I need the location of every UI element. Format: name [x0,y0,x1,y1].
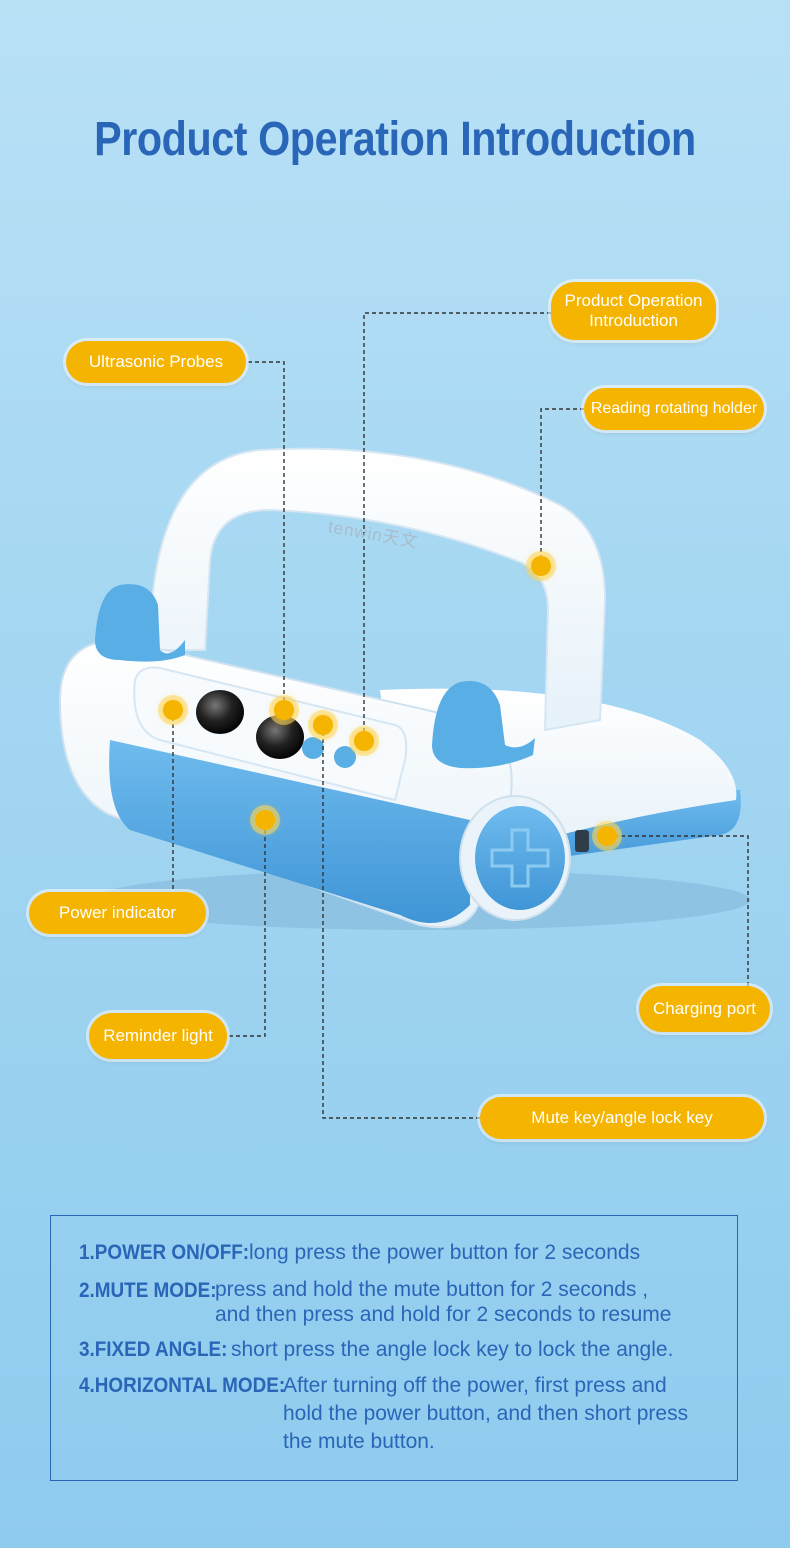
callout-reading-holder: Reading rotating holder [584,388,764,430]
hotspot-mute-key[interactable] [313,715,333,735]
instruction-text: After turning off the power, first press… [283,1374,689,1453]
instruction-item: 2.MUTE MODE: press and hold the mute but… [79,1277,671,1326]
instruction-label: 4.HORIZONTAL MODE: [79,1374,286,1397]
instruction-label: 2.MUTE MODE: [79,1279,217,1302]
instruction-text: press and hold the mute button for 2 sec… [215,1278,672,1326]
callout-power-indicator: Power indicator [29,892,206,934]
hotspot-reminder-light[interactable] [255,810,275,830]
page-title: Product Operation Introduction [94,113,696,166]
hotspot-reading-holder[interactable] [531,556,551,576]
instruction-item: 3.FIXED ANGLE: short press the angle loc… [79,1336,673,1364]
hotspot-power-indicator[interactable] [163,700,183,720]
instruction-label: 3.FIXED ANGLE: [79,1338,228,1361]
hotspot-charging-port[interactable] [597,826,617,846]
hotspot-angle-lock[interactable] [354,731,374,751]
instruction-text: short press the angle lock key to lock t… [231,1338,674,1361]
instruction-item: 1.POWER ON/OFF: long press the power but… [79,1239,640,1267]
callout-reminder-light: Reminder light [89,1013,227,1059]
instruction-text: long press the power button for 2 second… [249,1241,641,1264]
product-diagram: tenwin天文 Product Operation Introduction … [29,282,770,1139]
callout-charging-port: Charging port [639,986,770,1032]
callout-mute-key: Mute key/angle lock key [480,1097,764,1139]
device-illustration [58,312,750,1119]
instruction-item: 4.HORIZONTAL MODE: After turning off the… [79,1372,688,1453]
instructions-panel: 1.POWER ON/OFF: long press the power but… [50,1215,738,1481]
callout-ultrasonic-probes: Ultrasonic Probes [66,341,246,383]
callout-product-operation: Product Operation Introduction [551,282,716,340]
instruction-label: 1.POWER ON/OFF: [79,1241,250,1264]
hotspot-ultrasonic-probe[interactable] [274,700,294,720]
